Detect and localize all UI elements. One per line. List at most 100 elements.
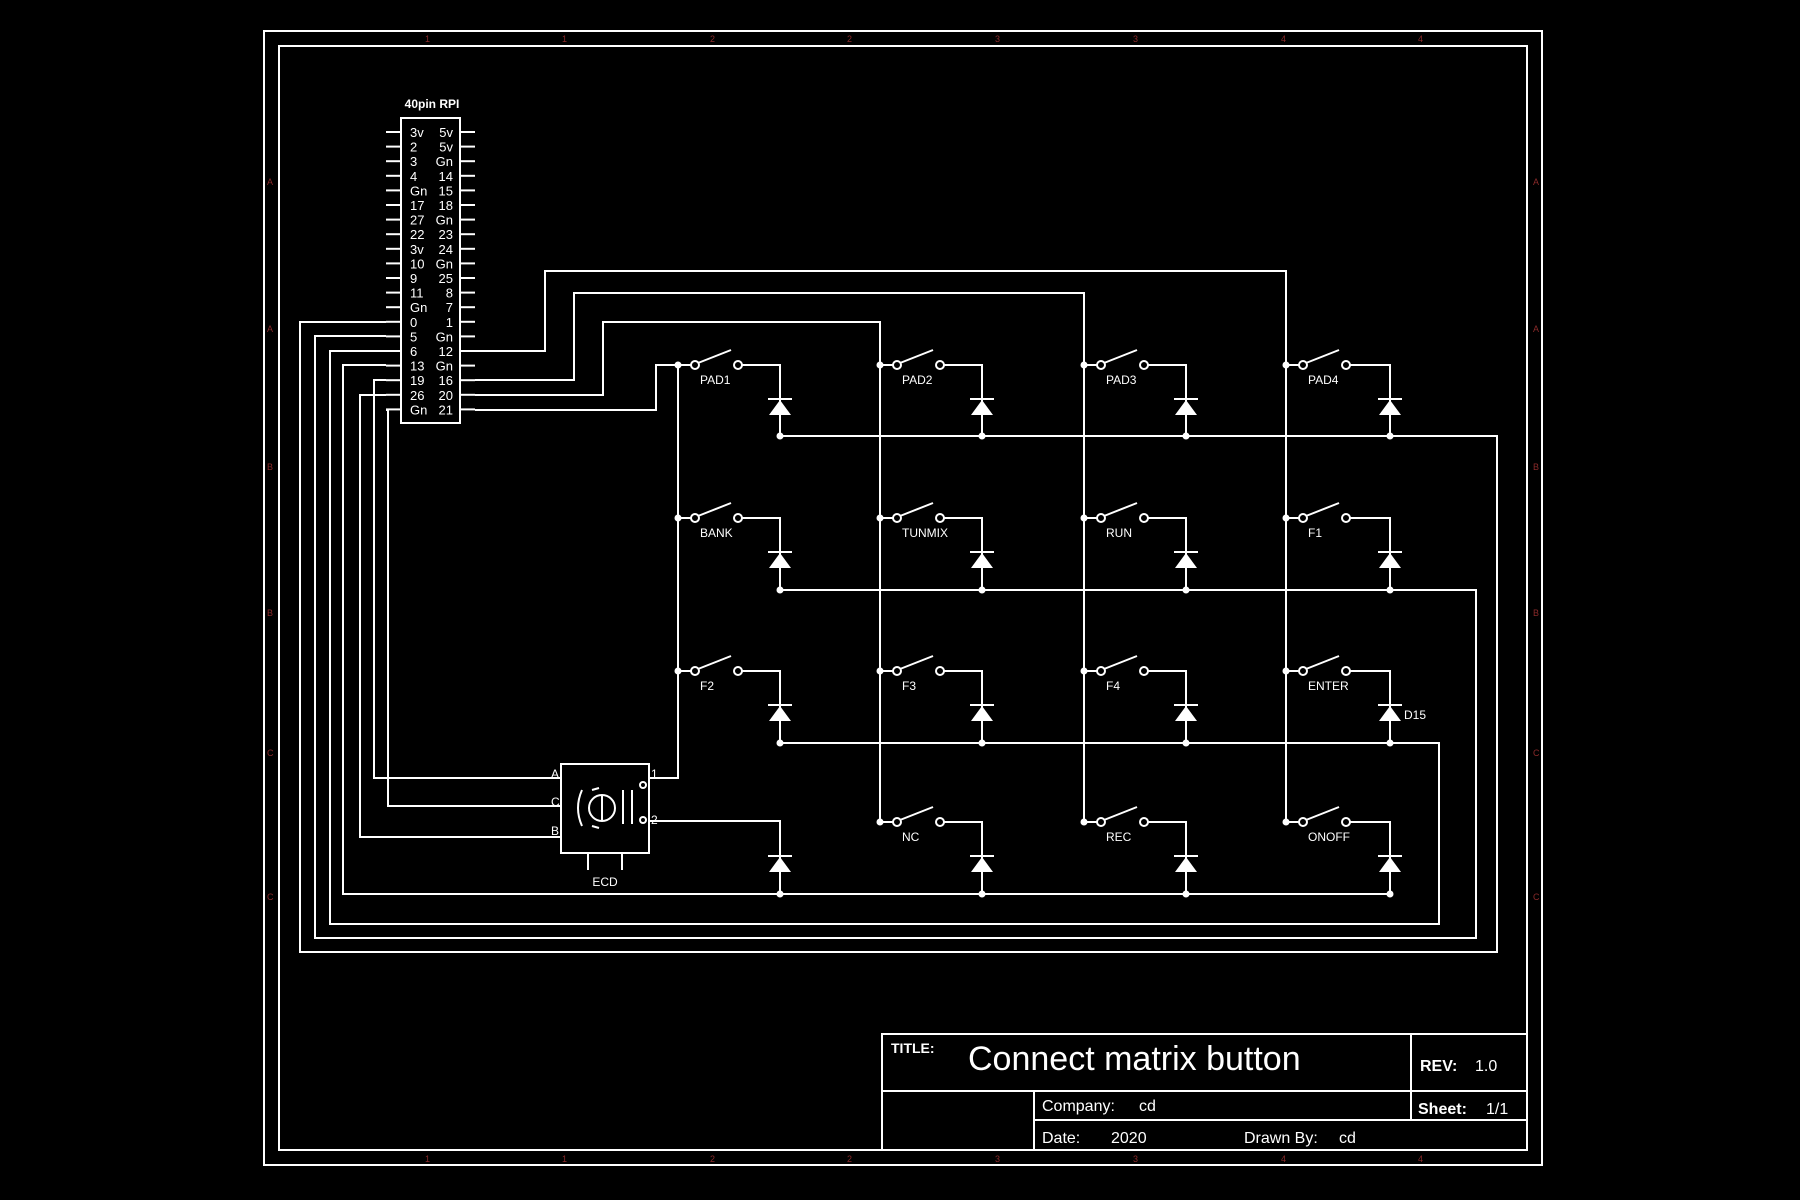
switch-enter: ENTER xyxy=(1298,655,1351,693)
switch-contact xyxy=(1341,817,1351,827)
encoder-pin-b: B xyxy=(551,824,559,838)
frame-tick-bottom: 2 xyxy=(710,1154,715,1164)
rev-value: 1.0 xyxy=(1475,1058,1497,1075)
rpi-pin-label-right: 7 xyxy=(446,300,453,315)
switch-label: ONOFF xyxy=(1308,830,1350,844)
rpi-body xyxy=(400,117,461,424)
diode-body xyxy=(971,706,993,721)
rpi-pin-label-left: Gn xyxy=(410,402,427,417)
diode xyxy=(768,855,792,872)
switch-lever xyxy=(697,502,732,517)
diode-body xyxy=(1379,857,1401,872)
rpi-pin-label-right: 5v xyxy=(439,125,453,140)
wire-38 xyxy=(475,321,881,396)
frame-tick-top: 1 xyxy=(425,34,430,44)
switch-label: F4 xyxy=(1106,679,1120,693)
wire-3 xyxy=(944,364,983,436)
rpi-pin-label-left: 26 xyxy=(410,388,424,403)
switch-label: PAD1 xyxy=(700,373,731,387)
encoder-switch-pin-2: 2 xyxy=(651,813,658,827)
switch-label: PAD3 xyxy=(1106,373,1137,387)
diode xyxy=(768,704,792,721)
rpi-pin-label-left: 13 xyxy=(410,359,424,374)
switch-nc: NC xyxy=(892,806,945,844)
frame-tick-right: C xyxy=(1533,892,1540,902)
wire-1 xyxy=(742,364,781,436)
encoder-body xyxy=(560,763,650,854)
date-value: 2020 xyxy=(1111,1130,1147,1147)
rpi-pin-label-right: 20 xyxy=(439,388,453,403)
diode xyxy=(1174,551,1198,568)
switch-contact xyxy=(935,817,945,827)
junction-dot xyxy=(1282,667,1290,675)
switch-contact xyxy=(892,513,902,523)
rpi-pin-label-left: 27 xyxy=(410,213,424,228)
rev-label: REV: xyxy=(1420,1058,1457,1075)
wire-25 xyxy=(944,821,983,894)
rpi-pin-label-right: 16 xyxy=(439,373,453,388)
diode-body xyxy=(1175,553,1197,568)
rpi-pin-label-right: 5v xyxy=(439,140,453,155)
switch-lever xyxy=(697,655,732,670)
frame-tick-left: C xyxy=(267,892,274,902)
switch-pad2: PAD2 xyxy=(892,349,945,387)
rpi-pin-label-right: Gn xyxy=(436,329,453,344)
switch-f3: F3 xyxy=(892,655,945,693)
frame-tick-top: 2 xyxy=(847,34,852,44)
rpi-header: 40pin RPI 3v234Gn1727223v10911Gn05613192… xyxy=(386,97,475,424)
diode-body xyxy=(1379,706,1401,721)
junction-dot xyxy=(674,514,682,522)
wire-37 xyxy=(475,292,1085,381)
rpi-pin-label-left: 6 xyxy=(410,344,417,359)
junction-dot xyxy=(1386,586,1394,594)
switch-lever xyxy=(1305,502,1340,517)
switch-label: F2 xyxy=(700,679,714,693)
switch-lever xyxy=(1103,502,1138,517)
junction-dot xyxy=(1080,361,1088,369)
switch-f2: F2 xyxy=(690,655,743,693)
switch-contact xyxy=(1139,666,1149,676)
wire-19 xyxy=(944,670,983,743)
frame-tick-right: A xyxy=(1533,324,1539,334)
rpi-pin-label-right: 24 xyxy=(439,242,453,257)
diode xyxy=(970,551,994,568)
rpi-pin-label-right: Gn xyxy=(436,154,453,169)
switch-run: RUN xyxy=(1096,502,1149,540)
junction-dot xyxy=(1080,667,1088,675)
switch-lever xyxy=(1305,655,1340,670)
frame-tick-right: C xyxy=(1533,748,1540,758)
frame-tick-top: 2 xyxy=(710,34,715,44)
encoder-pin-c: C xyxy=(551,795,560,809)
diode xyxy=(1378,398,1402,415)
diode-body xyxy=(1175,857,1197,872)
encoder-switch-pin-1: 1 xyxy=(651,767,658,781)
diode-body xyxy=(1175,400,1197,415)
rpi-pin-label-right: Gn xyxy=(436,359,453,374)
junction-dot xyxy=(1182,586,1190,594)
wire-15 xyxy=(1350,517,1391,590)
switch-contact xyxy=(892,666,902,676)
diode-body xyxy=(769,553,791,568)
diode-body xyxy=(769,857,791,872)
switch-contact xyxy=(1096,666,1106,676)
frame-tick-bottom: 3 xyxy=(1133,1154,1138,1164)
rpi-pin-label-right: 15 xyxy=(439,183,453,198)
rpi-pin-label-left: 0 xyxy=(410,315,417,330)
diode xyxy=(970,398,994,415)
diode xyxy=(970,855,994,872)
diode-body xyxy=(1379,400,1401,415)
diode xyxy=(970,704,994,721)
junction-dot xyxy=(978,586,986,594)
company-value: cd xyxy=(1139,1098,1156,1115)
switch-onoff: ONOFF xyxy=(1298,806,1351,844)
diode-body xyxy=(1379,553,1401,568)
junction-dot xyxy=(876,667,884,675)
switch-lever xyxy=(899,502,934,517)
rpi-pin-label-right: 1 xyxy=(446,315,453,330)
frame-tick-top: 4 xyxy=(1418,34,1423,44)
diode-body xyxy=(971,553,993,568)
junction-dot xyxy=(674,667,682,675)
wire-41 xyxy=(314,335,1477,939)
rpi-pin-label-left: Gn xyxy=(410,183,427,198)
switch-contact xyxy=(1096,817,1106,827)
